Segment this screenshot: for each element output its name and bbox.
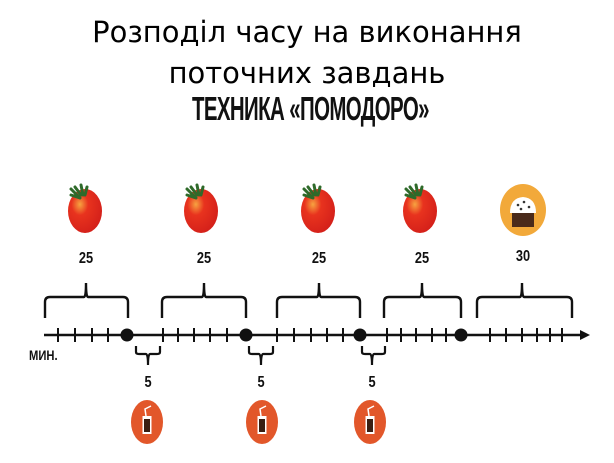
tomato-icon bbox=[66, 183, 104, 235]
work-duration-label: 25 bbox=[414, 250, 430, 267]
work-period-braces bbox=[43, 282, 574, 318]
slide-title-line-1: Розподіл часу на виконання bbox=[92, 15, 522, 49]
cupcake-icon bbox=[500, 184, 546, 236]
work-duration-label: 25 bbox=[196, 250, 212, 267]
drink-icon bbox=[245, 399, 279, 445]
drink-icon bbox=[353, 399, 387, 445]
work-duration-label: 25 bbox=[311, 250, 327, 267]
tomato-icon bbox=[401, 183, 439, 235]
drink-icon bbox=[130, 399, 164, 445]
minutes-unit-label: МИН. bbox=[29, 347, 58, 363]
short-break-duration-label: 5 bbox=[368, 374, 376, 391]
long-break-duration-label: 30 bbox=[515, 248, 531, 265]
pomodoro-heading: ТЕХНИКА «ПОМОДОРО» bbox=[191, 90, 430, 127]
time-axis bbox=[44, 328, 590, 342]
slide-title-line-2: поточних завдань bbox=[168, 56, 446, 90]
tomato-icon bbox=[299, 183, 337, 235]
tomato-icon bbox=[182, 183, 220, 235]
short-break-duration-label: 5 bbox=[257, 374, 265, 391]
break-braces bbox=[134, 346, 387, 366]
short-break-duration-label: 5 bbox=[144, 374, 152, 391]
work-duration-label: 25 bbox=[78, 250, 94, 267]
